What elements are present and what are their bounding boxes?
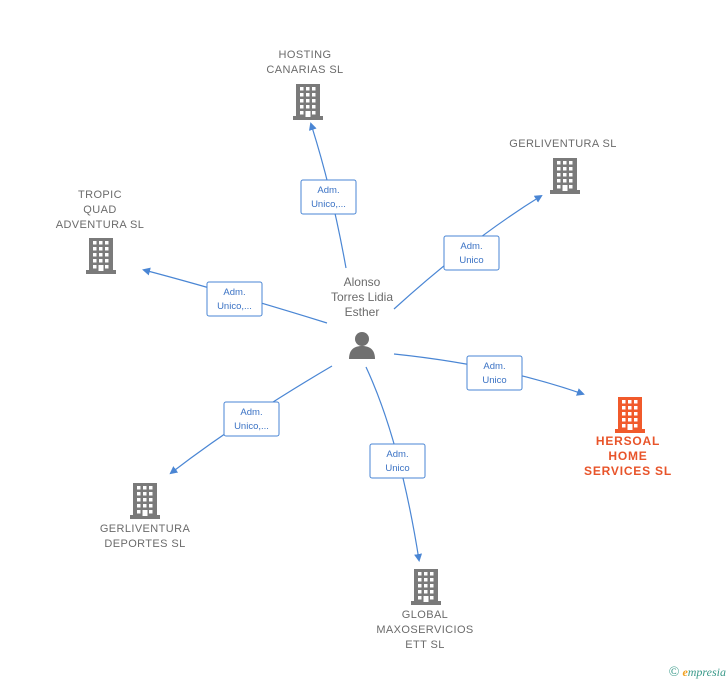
edge-label-line: Adm. — [317, 185, 339, 196]
edge-label-line: Adm. — [240, 407, 262, 418]
company-name-global[interactable]: GLOBAL MAXOSERVICIOS ETT SL — [376, 609, 474, 651]
company-name-hosting[interactable]: HOSTING CANARIAS SL — [266, 49, 344, 76]
edge-label-line: Unico — [482, 375, 506, 386]
person-icon[interactable] — [347, 330, 377, 360]
edge-label-line: Adm. — [386, 449, 408, 460]
edge-label-hersoal[interactable]: Adm. Unico — [466, 355, 523, 391]
edge-label-global[interactable]: Adm. Unico — [369, 443, 426, 479]
building-icon[interactable] — [615, 397, 645, 438]
building-icon[interactable] — [550, 158, 580, 199]
company-name-tropic[interactable]: TROPIC QUAD ADVENTURA SL — [55, 189, 145, 231]
building-icon[interactable] — [86, 238, 116, 279]
brand-initial: e — [682, 665, 688, 679]
edge-label-line: Unico — [385, 463, 409, 474]
edge-label-line: Unico,... — [234, 421, 269, 432]
edge-label-line: Adm. — [483, 361, 505, 372]
edge-label-line: Adm. — [223, 287, 245, 298]
footer-brand: ©empresia — [669, 665, 726, 681]
edge-label-line: Unico,... — [217, 301, 252, 312]
edge-label-line: Adm. — [460, 241, 482, 252]
building-icon[interactable] — [411, 569, 441, 610]
company-name-gerliventura[interactable]: GERLIVENTURA SL — [509, 138, 617, 150]
company-name-hersoal[interactable]: HERSOAL HOME SERVICES SL — [584, 434, 672, 478]
copyright-symbol: © — [668, 665, 680, 680]
edge-label-gerliventura[interactable]: Adm. Unico — [443, 235, 500, 271]
edge-label-deportes[interactable]: Adm. Unico,... — [223, 401, 280, 437]
edge-label-line: Unico,... — [311, 199, 346, 210]
building-icon[interactable] — [293, 84, 323, 125]
brand-name: mpresia — [687, 665, 726, 679]
edge-label-line: Unico — [459, 255, 483, 266]
person-name[interactable]: Alonso Torres Lidia Esther — [330, 275, 394, 319]
company-name-deportes[interactable]: GERLIVENTURA DEPORTES SL — [99, 523, 191, 550]
building-icon[interactable] — [130, 483, 160, 524]
edge-label-tropic[interactable]: Adm. Unico,... — [206, 281, 263, 317]
edge-label-hosting[interactable]: Adm. Unico,... — [300, 179, 357, 215]
